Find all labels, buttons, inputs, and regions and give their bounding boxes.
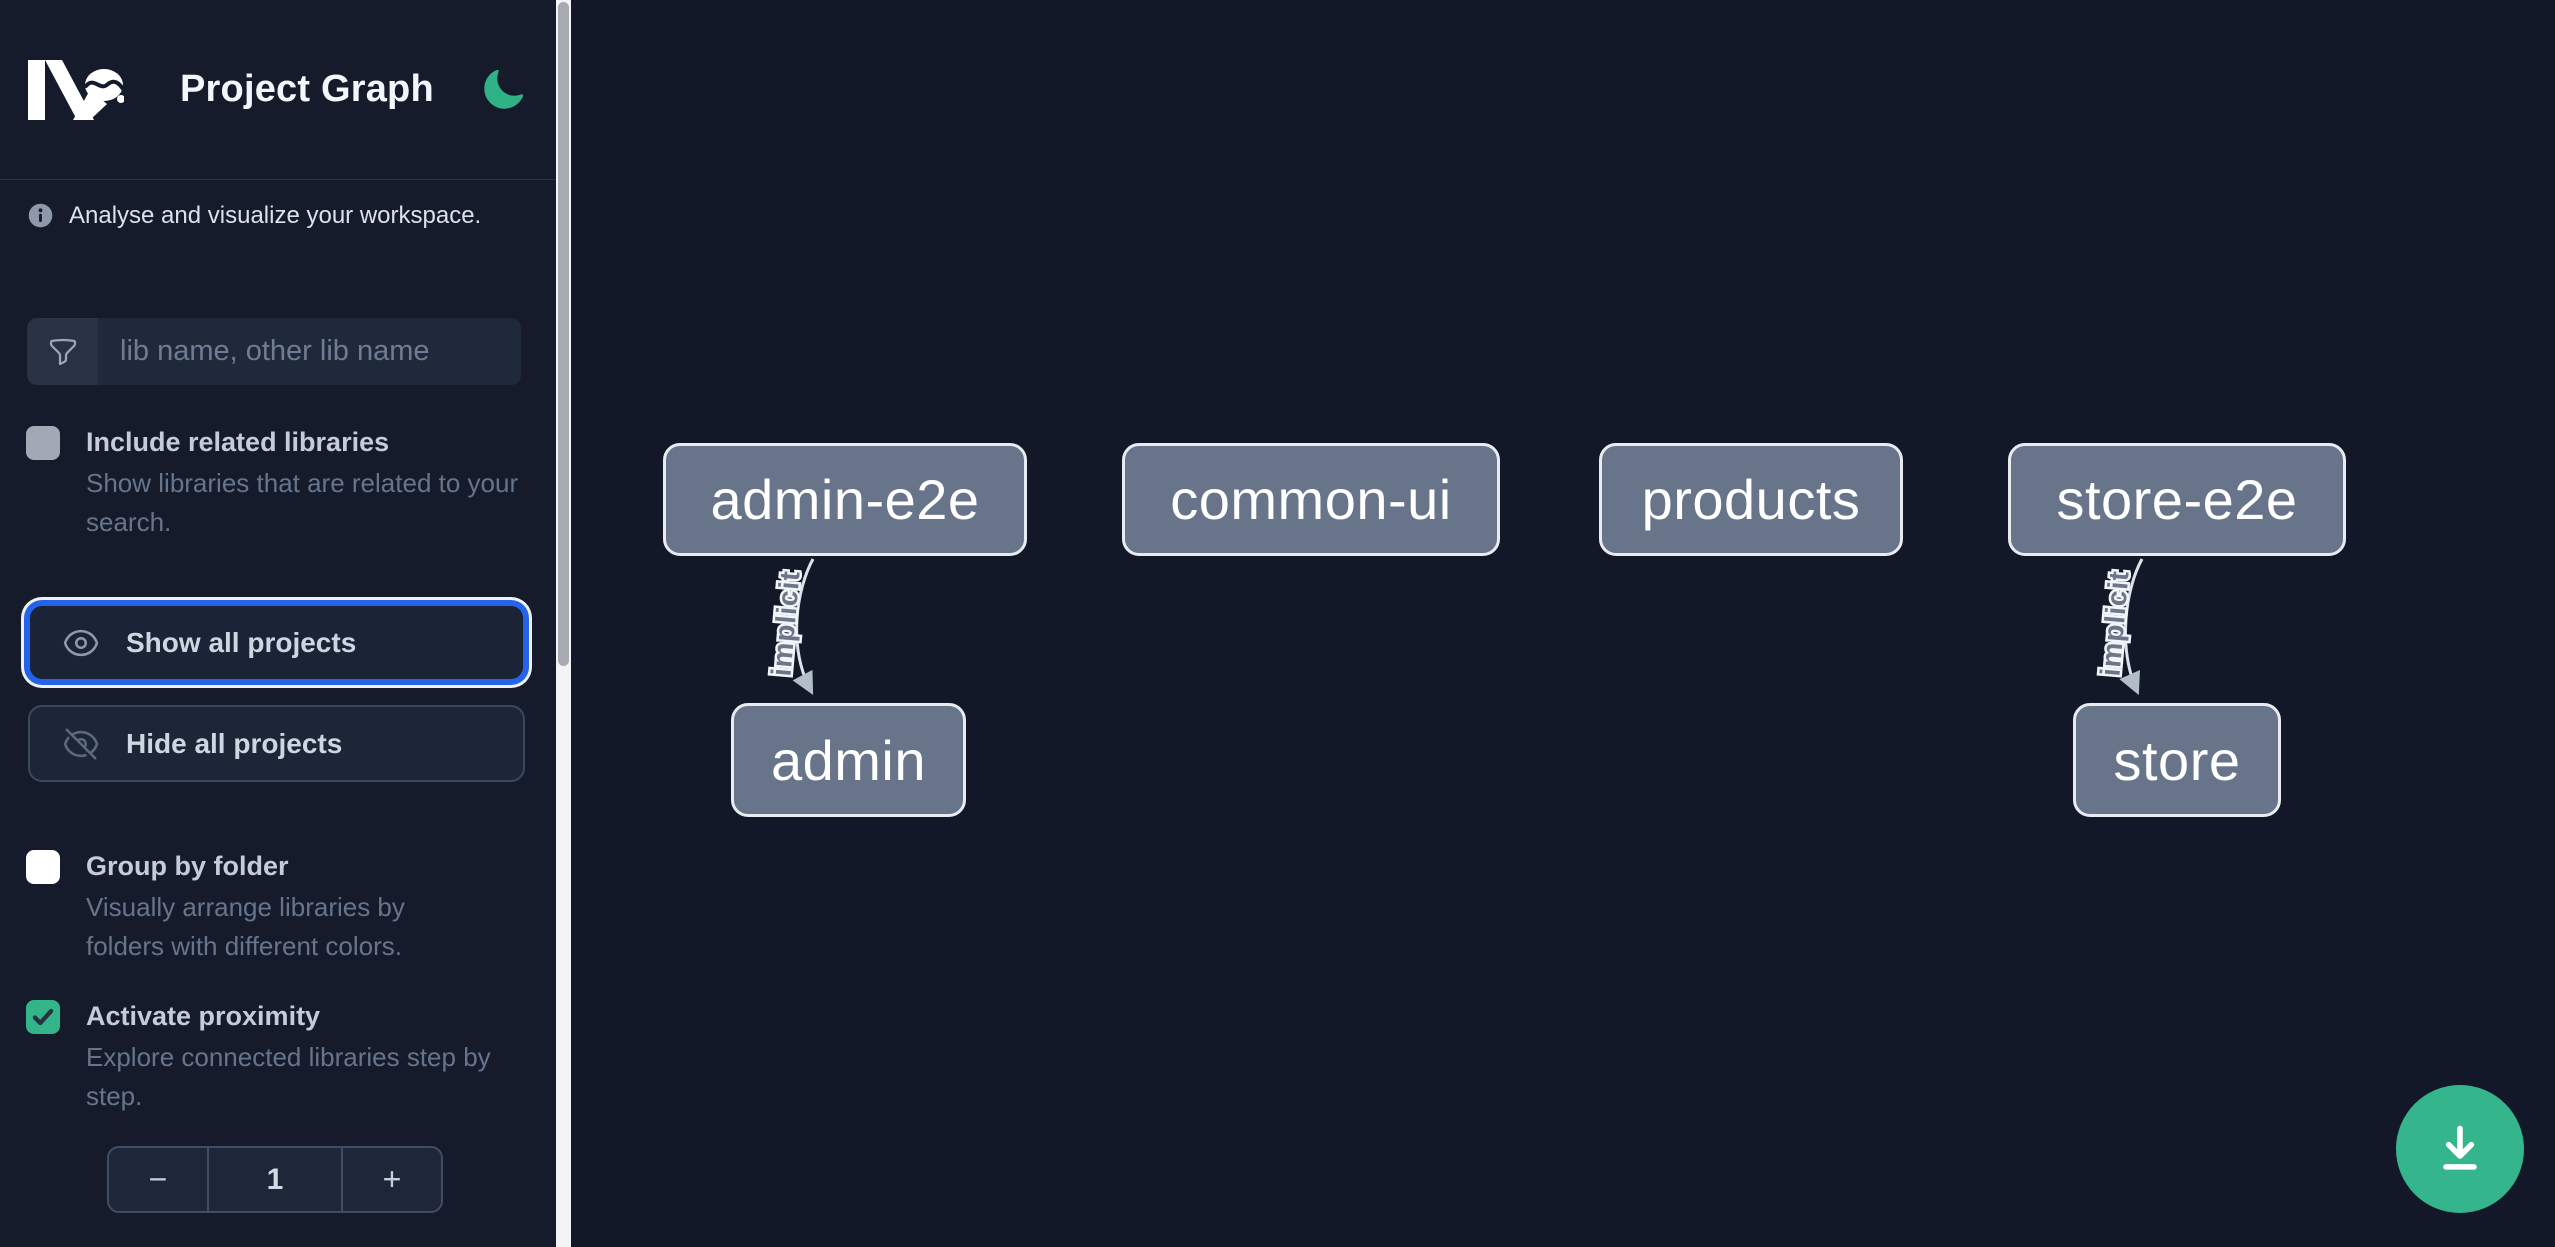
hide-all-projects-label: Hide all projects xyxy=(126,727,343,759)
filter-funnel-cell xyxy=(27,318,98,385)
checkbox-activate-proximity[interactable] xyxy=(26,1000,60,1034)
increment-button[interactable]: + xyxy=(343,1148,441,1211)
checkbox-group-by-folder[interactable] xyxy=(26,850,60,884)
option-group-by-folder[interactable]: Group by folder Visually arrange librari… xyxy=(26,848,486,966)
checkbox-include-related[interactable] xyxy=(26,426,60,460)
proximity-depth-stepper: − 1 + xyxy=(107,1146,443,1213)
graph-node-common-ui[interactable]: common-ui xyxy=(1122,443,1500,556)
info-banner: Analyse and visualize your workspace. xyxy=(27,200,527,231)
moon-icon xyxy=(484,69,524,109)
sidebar-scrollbar-track xyxy=(556,0,571,1247)
option-description: Visually arrange libraries by folders wi… xyxy=(86,892,405,961)
sidebar: Project Graph Analyse and visualize your… xyxy=(0,0,556,1247)
sidebar-scrollbar-thumb[interactable] xyxy=(558,2,569,666)
filter-input[interactable] xyxy=(98,318,521,385)
project-graph-canvas[interactable]: implicit implicit admin-e2e common-ui pr… xyxy=(571,0,2555,1247)
info-text: Analyse and visualize your workspace. xyxy=(69,202,482,229)
graph-edges-layer: implicit implicit xyxy=(763,558,2144,696)
option-description: Show libraries that are related to your … xyxy=(86,468,519,537)
graph-node-store[interactable]: store xyxy=(2073,703,2281,817)
checkmark-icon xyxy=(32,1008,54,1026)
download-icon xyxy=(2443,1125,2477,1170)
graph-node-admin-e2e[interactable]: admin-e2e xyxy=(663,443,1027,556)
info-icon xyxy=(28,203,53,228)
theme-toggle-button[interactable] xyxy=(480,67,526,113)
show-all-projects-label: Show all projects xyxy=(126,626,357,658)
edge-label-implicit: implicit xyxy=(2094,569,2134,677)
option-activate-proximity[interactable]: Activate proximity Explore connected lib… xyxy=(26,998,506,1116)
option-label: Activate proximity xyxy=(86,1001,321,1031)
decrement-button[interactable]: − xyxy=(109,1148,207,1211)
eye-icon xyxy=(63,629,99,656)
option-description: Explore connected libraries step by step… xyxy=(86,1042,491,1111)
filter-funnel-icon xyxy=(49,338,76,365)
eye-slash-icon xyxy=(63,727,99,760)
edge-label-implicit: implicit xyxy=(765,569,805,677)
proximity-depth-value: 1 xyxy=(207,1148,343,1211)
option-label: Include related libraries xyxy=(86,427,390,457)
search-filter xyxy=(27,318,521,385)
sidebar-header: Project Graph xyxy=(0,0,556,180)
edge-store-e2e-to-store xyxy=(2119,558,2144,696)
app-title: Project Graph xyxy=(180,68,434,110)
graph-node-products[interactable]: products xyxy=(1599,443,1903,556)
show-all-projects-button[interactable]: Show all projects xyxy=(28,604,525,681)
hide-all-projects-button[interactable]: Hide all projects xyxy=(28,705,525,782)
edge-admin-e2e-to-admin xyxy=(792,558,815,695)
download-image-button[interactable] xyxy=(2396,1085,2524,1213)
option-include-related-libraries[interactable]: Include related libraries Show libraries… xyxy=(26,424,546,542)
nx-logo xyxy=(28,59,124,120)
graph-node-admin[interactable]: admin xyxy=(731,703,966,817)
option-label: Group by folder xyxy=(86,851,289,881)
graph-node-store-e2e[interactable]: store-e2e xyxy=(2008,443,2346,556)
